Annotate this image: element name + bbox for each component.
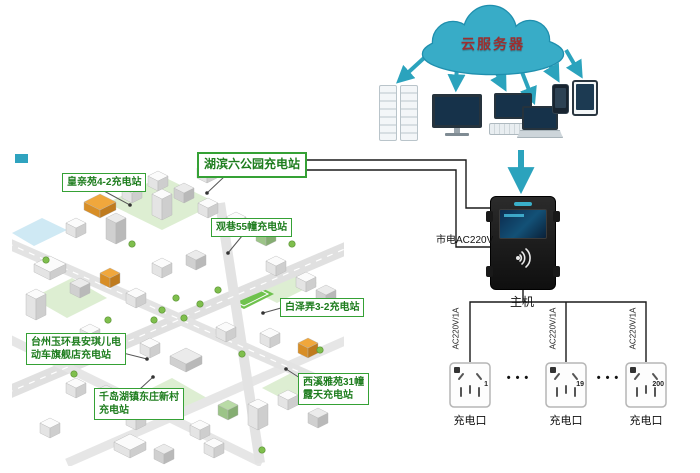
- cloud-icon: [421, 4, 565, 76]
- nfc-wave-icon: [516, 248, 531, 268]
- station-label-huangqinyuan: 皇亲苑4-2充电站: [62, 173, 147, 192]
- charging-host-device: [486, 196, 560, 290]
- outlet-number: 1: [484, 381, 488, 388]
- host-logo: [514, 202, 532, 206]
- charging-outlet-200: 200: [625, 362, 667, 408]
- station-label-xixi-yayuan: 西溪雅苑31幢 露天充电站: [298, 373, 370, 405]
- socket-icon: [545, 362, 587, 408]
- monitor-icon: [432, 94, 482, 136]
- outlet-caption: 充电口: [549, 415, 583, 427]
- line-rating-label: AC220V/1A: [628, 307, 638, 350]
- station-label-taizhou-yuhuan: 台州玉环县安琪儿电 动车旗舰店充电站: [26, 333, 126, 365]
- outlet-caption: 充电口: [629, 415, 663, 427]
- city-map-illustration: [12, 154, 344, 466]
- charging-outlet-19: 19: [545, 362, 587, 408]
- station-label-baizenong: 白泽弄3-2充电站: [280, 298, 365, 317]
- charging-outlet-1: 1: [449, 362, 491, 408]
- station-label-guanxiang: 观巷55幢充电站: [211, 218, 293, 237]
- ellipsis: •••: [596, 372, 624, 384]
- outlet-caption: 充电口: [453, 415, 487, 427]
- server-rack-icon: [379, 85, 418, 141]
- station-label-qiandaohu: 千岛湖镇东庄新村 充电站: [94, 388, 184, 420]
- tablet-icon: [572, 80, 598, 116]
- cloud-label: 云服务器: [461, 36, 525, 52]
- outlet-number: 19: [576, 381, 584, 388]
- station-label-hubin-park: 湖滨六公园充电站: [197, 152, 308, 178]
- line-rating-label: AC220V/1A: [548, 307, 558, 350]
- host-screen: [499, 209, 547, 239]
- mains-power-label: 市电AC220V: [436, 235, 494, 246]
- smartphone-icon: [552, 84, 569, 114]
- socket-icon: [625, 362, 667, 408]
- cloud-server: 云服务器: [398, 2, 588, 80]
- host-label: 主机: [509, 295, 534, 309]
- line-rating-label: AC220V/1A: [451, 307, 461, 350]
- socket-icon: [449, 362, 491, 408]
- ellipsis: •••: [506, 372, 534, 384]
- outlet-number: 200: [652, 381, 664, 388]
